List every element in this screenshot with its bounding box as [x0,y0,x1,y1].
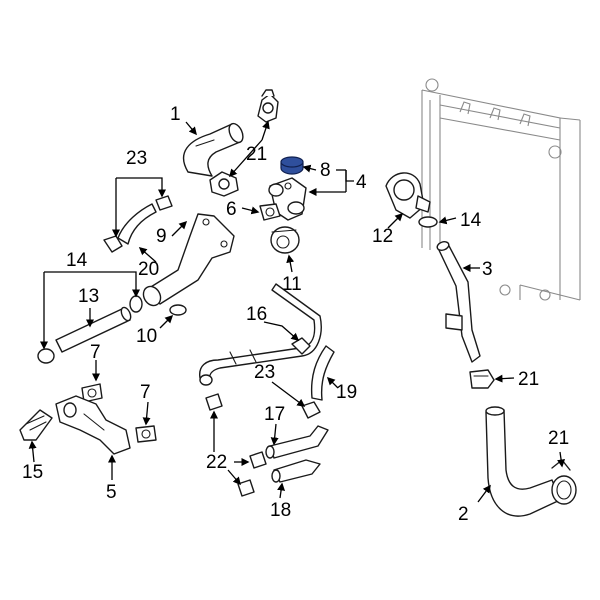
callout-2: 2 [458,504,469,525]
part-13-pipe[interactable] [55,306,133,353]
callout-22: 22 [206,452,227,473]
part-6-gasket[interactable] [259,203,281,221]
part-12-inlet-housing[interactable] [385,172,431,219]
callout-19: 19 [336,382,357,403]
callout-14a: 14 [460,210,482,231]
callout-10: 10 [136,326,157,347]
callout-4: 4 [356,172,367,193]
leader-lines [28,120,566,503]
callout-11: 11 [282,274,302,295]
part-21-clamp-right[interactable] [469,369,495,389]
part-16-bypass-pipe[interactable] [199,283,322,386]
part-21-clamp-bottom[interactable] [551,459,577,505]
part-22-clamp-upper[interactable] [205,393,223,411]
callout-13: 13 [78,286,99,307]
part-17-hose[interactable] [265,425,329,459]
part-22-clamp-low[interactable] [237,479,255,497]
callout-7b: 7 [140,382,151,403]
callout-23a: 23 [126,148,147,169]
part-5-outlet[interactable] [55,395,131,455]
callout-labels: 1 2 3 4 5 6 7 7 8 9 10 11 12 13 14 14 15… [22,104,569,525]
callout-9: 9 [156,226,167,247]
part-21-clamp-upper[interactable] [257,89,279,123]
part-14-oring-left-a[interactable] [37,348,55,364]
callout-14b: 14 [66,250,88,271]
part-22-clamp-mid[interactable] [249,451,267,469]
callout-12: 12 [372,226,393,247]
callout-15: 15 [22,462,43,483]
callout-3: 3 [482,259,493,280]
part-7-gasket-b[interactable] [135,425,157,443]
part-21-clamp-lower[interactable] [209,171,239,197]
part-23-clamp-left-top[interactable] [155,195,173,211]
callout-5: 5 [106,482,117,503]
part-9-water-pipe[interactable] [140,213,235,309]
part-23-clamp-mid-bottom[interactable] [301,401,321,419]
part-15-boot[interactable] [19,409,53,441]
radiator [421,78,581,301]
callout-23b: 23 [254,362,275,383]
part-8-cap[interactable] [280,156,304,175]
part-7-gasket-a[interactable] [81,383,103,403]
part-19-hose[interactable] [310,345,335,401]
part-14-oring-left-b[interactable] [129,295,143,313]
callout-20: 20 [138,259,159,280]
callout-7a: 7 [90,342,101,363]
part-2-lower-hose[interactable] [485,406,561,517]
part-11-thermostat[interactable] [270,226,300,254]
part-14-oring-right[interactable] [418,216,438,228]
part-3-pipe[interactable] [436,240,481,363]
callout-21b: 21 [518,369,539,390]
callout-6: 6 [226,199,237,220]
part-20-small-hose[interactable] [117,203,157,245]
part-10-oring[interactable] [169,304,187,316]
callout-18: 18 [270,500,291,521]
part-18-hose[interactable] [271,459,321,483]
callout-21c: 21 [548,428,569,449]
callout-17: 17 [264,404,285,425]
callout-8: 8 [320,160,331,181]
callout-16: 16 [246,304,267,325]
callout-21a: 21 [246,144,267,165]
part-1-hose[interactable] [182,121,246,177]
callout-1: 1 [170,104,181,125]
